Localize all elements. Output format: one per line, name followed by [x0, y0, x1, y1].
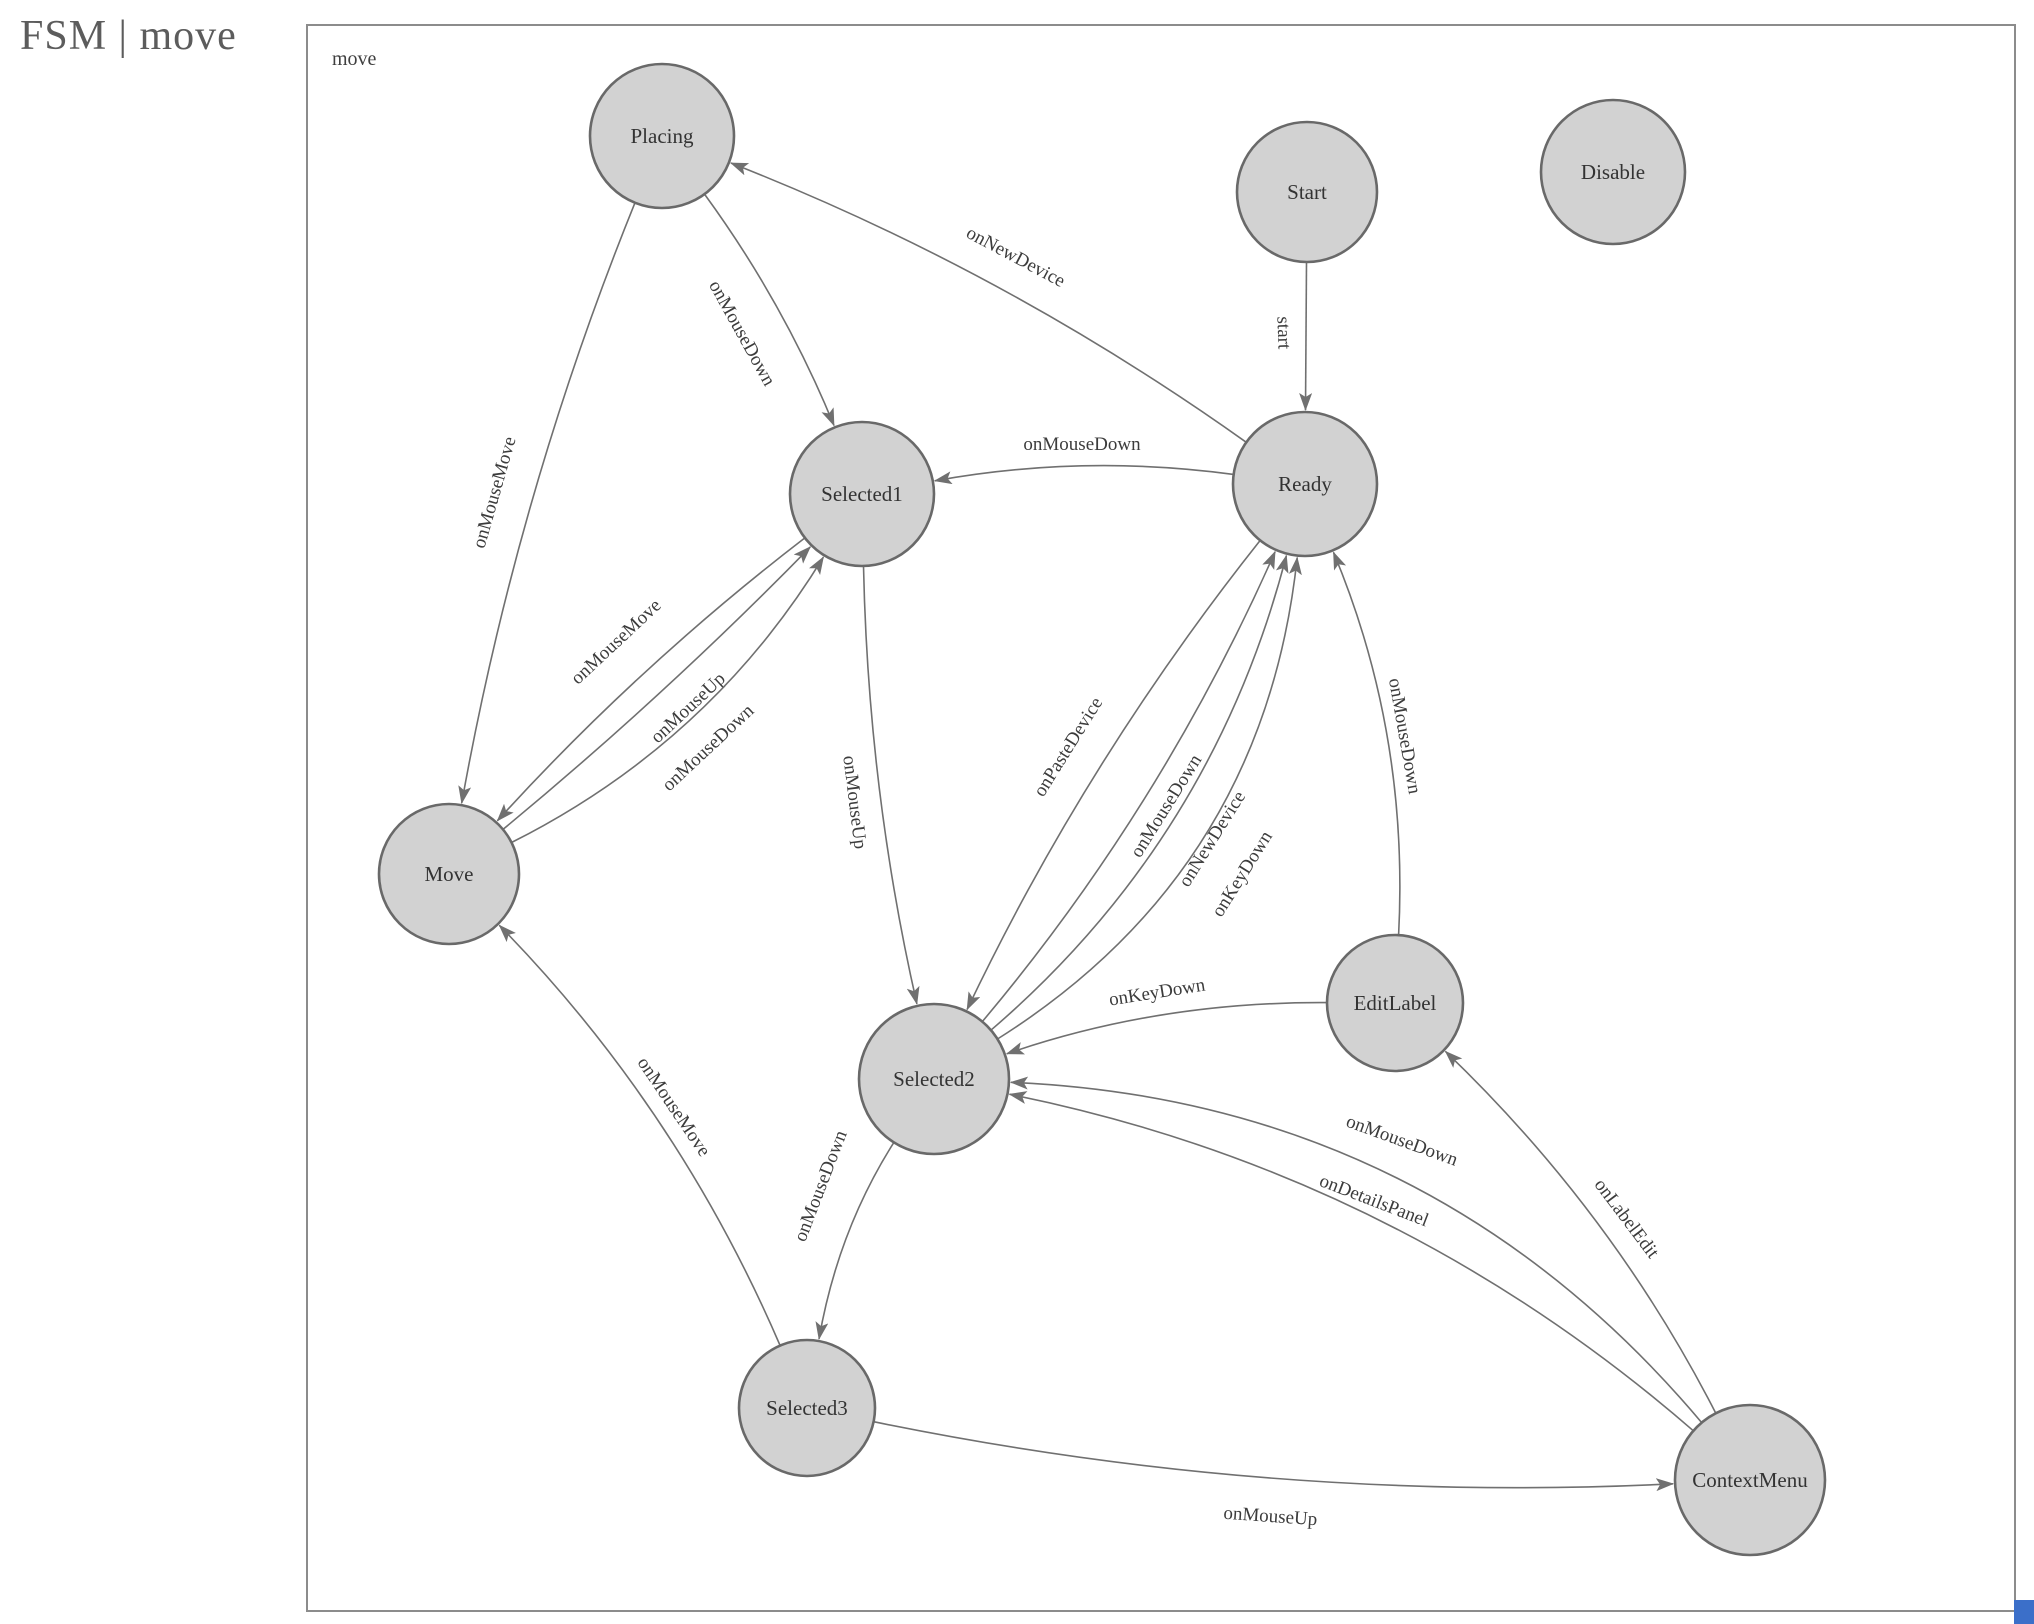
diagram-canvas[interactable] [306, 24, 2016, 1612]
state-label: Selected3 [766, 1396, 848, 1420]
transition-label: onMouseMove [469, 434, 521, 550]
transition-edge-move-selected1[interactable] [511, 556, 825, 844]
transition-label: onMouseUp [1223, 1503, 1318, 1531]
state-node-placing[interactable]: Placing [588, 62, 736, 210]
state-node-contextmenu[interactable]: ContextMenu [1673, 1403, 1827, 1557]
transition-edge-placing-move[interactable] [458, 202, 636, 805]
transition-edge-editlabel-selected2[interactable] [1005, 1001, 1328, 1055]
state-label: Placing [631, 124, 694, 148]
page-title: FSM | move [20, 13, 237, 59]
transition-label: onPasteDevice [1030, 694, 1108, 801]
transition-edge-selected2-ready[interactable] [981, 550, 1276, 1023]
transition-label: onMouseUp [838, 754, 870, 850]
state-node-disable[interactable]: Disable [1539, 98, 1687, 246]
transition-edge-selected3-contextmenu[interactable] [873, 1420, 1675, 1492]
transition-edge-selected1-move[interactable] [496, 537, 806, 822]
transition-edge-editlabel-ready[interactable] [1332, 551, 1401, 936]
transition-label: onMouseDown [790, 1127, 852, 1244]
transition-label: onMouseDown [1023, 434, 1141, 455]
transition-edge-selected3-move[interactable] [498, 924, 781, 1346]
transition-edge-ready-selected2[interactable] [966, 539, 1261, 1011]
state-label: Move [425, 862, 474, 886]
transition-edge-ready-selected1[interactable] [933, 464, 1234, 485]
transition-label: onMouseMove [567, 595, 665, 689]
state-node-selected1[interactable]: Selected1 [788, 420, 936, 568]
state-node-selected2[interactable]: Selected2 [857, 1002, 1011, 1156]
transition-edge-start-ready[interactable] [1299, 261, 1313, 411]
transition-label: onNewDevice [963, 222, 1069, 292]
state-node-editlabel[interactable]: EditLabel [1325, 933, 1465, 1073]
transition-label: onLabelEdit [1590, 1175, 1664, 1263]
transition-edge-selected2-ready[interactable] [990, 554, 1289, 1031]
state-node-move[interactable]: Move [377, 802, 521, 946]
transition-edge-move-selected1[interactable] [502, 546, 811, 831]
transition-edge-contextmenu-selected2[interactable] [1008, 1091, 1694, 1432]
state-label: Start [1287, 180, 1327, 204]
state-node-start[interactable]: Start [1235, 120, 1379, 264]
state-label: EditLabel [1354, 991, 1437, 1015]
transition-label: onMouseDown [1126, 750, 1206, 861]
state-label: Disable [1581, 160, 1645, 184]
canvas-label: move [332, 48, 377, 70]
state-label: ContextMenu [1692, 1468, 1808, 1492]
corner-accent [2014, 1600, 2034, 1624]
transition-label: onMouseDown [704, 277, 779, 390]
transition-edge-selected2-ready[interactable] [997, 556, 1302, 1040]
transition-label: onDetailsPanel [1317, 1170, 1432, 1231]
transition-edge-placing-selected1[interactable] [703, 193, 835, 427]
transition-label: onKeyDown [1108, 975, 1208, 1011]
transition-label: start [1272, 316, 1294, 350]
transition-edge-selected1-selected2[interactable] [862, 565, 920, 1005]
transition-edge-contextmenu-editlabel[interactable] [1444, 1050, 1717, 1414]
transition-edge-contextmenu-selected2[interactable] [1009, 1076, 1703, 1424]
state-label: Selected2 [893, 1067, 975, 1091]
state-label: Ready [1278, 472, 1332, 496]
state-node-ready[interactable]: Ready [1231, 410, 1379, 558]
state-node-selected3[interactable]: Selected3 [737, 1338, 877, 1478]
transition-label: onMouseDown [1384, 677, 1425, 797]
state-label: Selected1 [821, 482, 903, 506]
transition-edge-selected2-selected3[interactable] [815, 1141, 895, 1340]
transition-edge-ready-placing[interactable] [729, 162, 1247, 443]
